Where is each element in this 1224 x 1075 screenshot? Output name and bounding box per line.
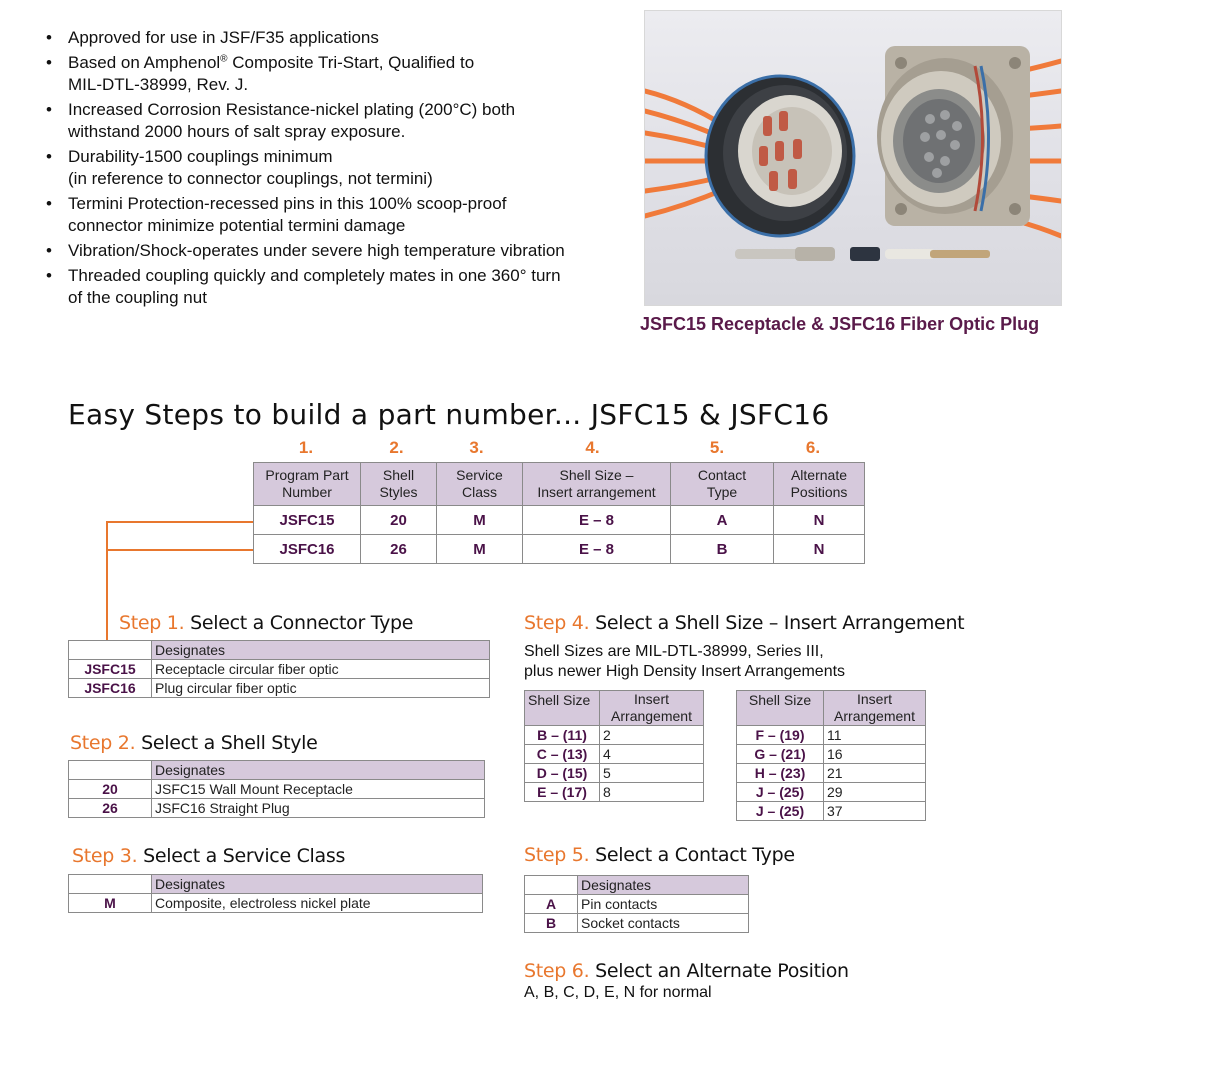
list-item: Threaded coupling quickly and completely… xyxy=(44,265,614,309)
table-cell: N xyxy=(773,534,865,564)
table-row: J – (25)29 xyxy=(736,782,926,802)
table-row: F – (19)11 xyxy=(736,725,926,745)
step6-heading: Step 6. Select an Alternate Position xyxy=(524,960,849,982)
table-cell: M xyxy=(436,534,523,564)
table-row: G – (21)16 xyxy=(736,744,926,764)
list-item: Vibration/Shock-operates under severe hi… xyxy=(44,240,614,262)
column-header: Designates xyxy=(151,760,485,780)
table-cell: B xyxy=(670,534,774,564)
column-number: 5. xyxy=(709,438,725,457)
photo-caption: JSFC15 Receptacle & JSFC16 Fiber Optic P… xyxy=(640,314,1040,334)
column-header: Shell Size –Insert arrangement xyxy=(522,462,671,506)
connector-line xyxy=(106,521,253,523)
connector-line xyxy=(106,521,108,640)
connector-illustration xyxy=(645,46,1061,261)
table-row: E – (17)8 xyxy=(524,782,704,802)
column-header: Designates xyxy=(577,875,749,895)
column-number: 6. xyxy=(805,438,821,457)
list-item: Durability-1500 couplings minimum(in ref… xyxy=(44,146,614,190)
list-item: Termini Protection-recessed pins in this… xyxy=(44,193,614,237)
column-header: Designates xyxy=(151,874,483,894)
column-header: Shell Size xyxy=(524,690,600,726)
table-cell: A xyxy=(670,505,774,535)
step4-heading: Step 4. Select a Shell Size – Insert Arr… xyxy=(524,612,965,634)
step5-heading: Step 5. Select a Contact Type xyxy=(524,844,795,866)
table-row: C – (13)4 xyxy=(524,744,704,764)
table-row: H – (23)21 xyxy=(736,763,926,783)
table-cell: M xyxy=(436,505,523,535)
table-cell: N xyxy=(773,505,865,535)
column-number: 3. xyxy=(469,438,484,457)
feature-list: Approved for use in JSF/F35 applications… xyxy=(44,27,614,312)
blank-cell xyxy=(524,875,578,895)
column-header: Designates xyxy=(151,640,490,660)
step1-heading: Step 1. Select a Connector Type xyxy=(119,612,414,634)
table-cell: JSFC15 xyxy=(253,505,361,535)
blank-cell xyxy=(68,640,152,660)
table-row: D – (15)5 xyxy=(524,763,704,783)
blank-cell xyxy=(68,760,152,780)
table-cell: 26 xyxy=(360,534,437,564)
step3-heading: Step 3. Select a Service Class xyxy=(72,845,346,867)
column-number: 4. xyxy=(585,438,600,457)
connector-line xyxy=(106,549,253,551)
column-header: Shell Size xyxy=(736,690,824,726)
list-item: Approved for use in JSF/F35 applications xyxy=(44,27,614,49)
page-title: Easy Steps to build a part number... JSF… xyxy=(68,398,830,431)
blank-cell xyxy=(68,874,152,894)
table-cell: E – 8 xyxy=(522,534,671,564)
column-number: 2. xyxy=(389,438,404,457)
list-item: Increased Corrosion Resistance-nickel pl… xyxy=(44,99,614,143)
step4-note: Shell Sizes are MIL-DTL-38999, Series II… xyxy=(524,643,846,680)
table-row: JSFC15 20 M E – 8 A N xyxy=(253,505,865,535)
registered-mark: ® xyxy=(220,53,228,65)
step6-note: A, B, C, D, E, N for normal xyxy=(524,984,712,1001)
column-number: 1. xyxy=(298,438,314,457)
table-cell: E – 8 xyxy=(522,505,671,535)
list-item: Based on Amphenol® Composite Tri-Start, … xyxy=(44,52,614,96)
connector-photo xyxy=(644,10,1062,306)
table-row: JSFC16 26 M E – 8 B N xyxy=(253,534,865,564)
table-row: J – (25)37 xyxy=(736,801,926,821)
table-cell: JSFC16 xyxy=(253,534,361,564)
step2-heading: Step 2. Select a Shell Style xyxy=(70,732,318,754)
table-row: B – (11)2 xyxy=(524,725,704,745)
table-cell: 20 xyxy=(360,505,437,535)
